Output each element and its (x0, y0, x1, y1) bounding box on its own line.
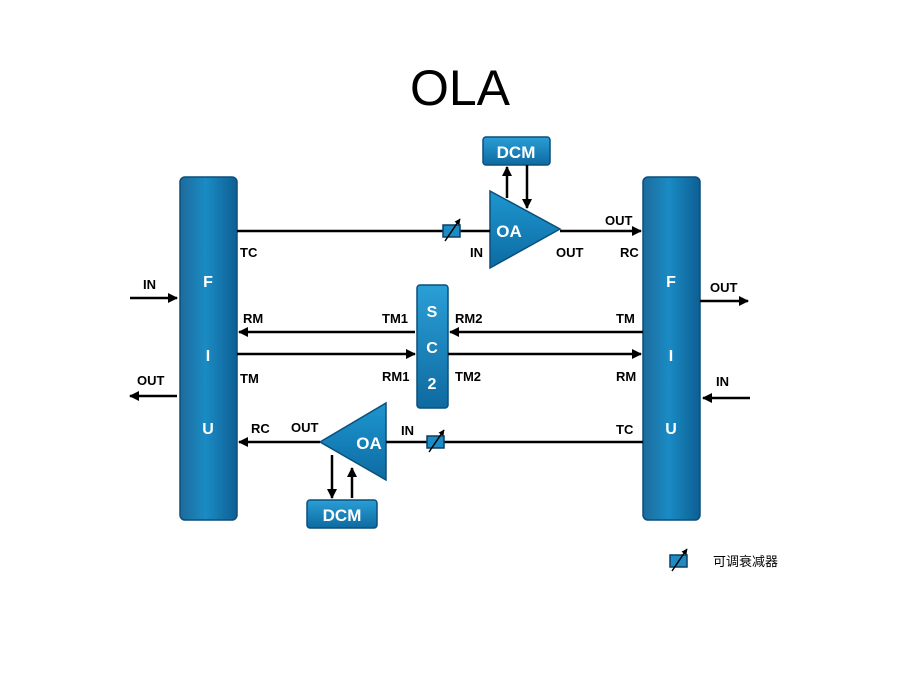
right-tc-label: TC (616, 422, 634, 437)
left-in-label: IN (143, 277, 156, 292)
dcm-bottom-label: DCM (323, 506, 362, 525)
oa-bottom-label: OA (356, 434, 382, 453)
dcm-bottom-connections (327, 455, 357, 499)
sc2-board: S C 2 (416, 284, 449, 409)
oa-top-out-label: OUT (556, 245, 584, 260)
top-out-label: OUT (605, 213, 633, 228)
sc2-rm1-label: RM1 (382, 369, 409, 384)
dcm-top-connections (502, 165, 532, 209)
fiu-left: F I U (179, 176, 238, 521)
attenuator-bottom-icon (426, 429, 445, 453)
attenuator-top-icon (442, 218, 461, 242)
fiu-right-letter-u: U (665, 421, 677, 438)
oa-top: OA (489, 189, 562, 270)
dcm-top-label: DCM (497, 143, 536, 162)
right-tm-label: TM (616, 311, 635, 326)
right-out-label: OUT (710, 280, 738, 295)
legend: 可调衰减器 (669, 548, 778, 572)
sc2-paths (237, 327, 643, 359)
page-title: OLA (410, 60, 511, 116)
fiu-left-letter-i: I (206, 348, 210, 365)
fiu-left-letter-u: U (202, 421, 214, 438)
sc2-rm2-label: RM2 (455, 311, 482, 326)
fiu-right-letter-i: I (669, 348, 673, 365)
right-rc-label: RC (620, 245, 639, 260)
sc2-tm1-label: TM1 (382, 311, 408, 326)
sc2-letter-s: S (427, 304, 438, 321)
sc2-letter-2: 2 (428, 376, 437, 393)
sc2-letter-c: C (426, 340, 438, 357)
oa-bottom-out-label: OUT (291, 420, 319, 435)
dcm-bottom: DCM (306, 499, 378, 529)
oa-top-label: OA (496, 222, 522, 241)
left-out-label: OUT (137, 373, 165, 388)
dcm-top: DCM (482, 136, 551, 166)
fiu-right: F I U (642, 176, 701, 521)
left-rm-label: RM (243, 311, 263, 326)
sc2-tm2-label: TM2 (455, 369, 481, 384)
left-tc-label: TC (240, 245, 258, 260)
oa-top-in-label: IN (470, 245, 483, 260)
fiu-right-letter-f: F (666, 274, 676, 291)
right-in-label: IN (716, 374, 729, 389)
external-ports (129, 293, 750, 403)
attenuator-legend-icon (669, 548, 688, 572)
oa-bottom-in-label: IN (401, 423, 414, 438)
right-rm-label: RM (616, 369, 636, 384)
fiu-left-letter-f: F (203, 274, 213, 291)
legend-text: 可调衰减器 (713, 554, 778, 570)
left-rc-label: RC (251, 421, 270, 436)
left-tm-label: TM (240, 371, 259, 386)
